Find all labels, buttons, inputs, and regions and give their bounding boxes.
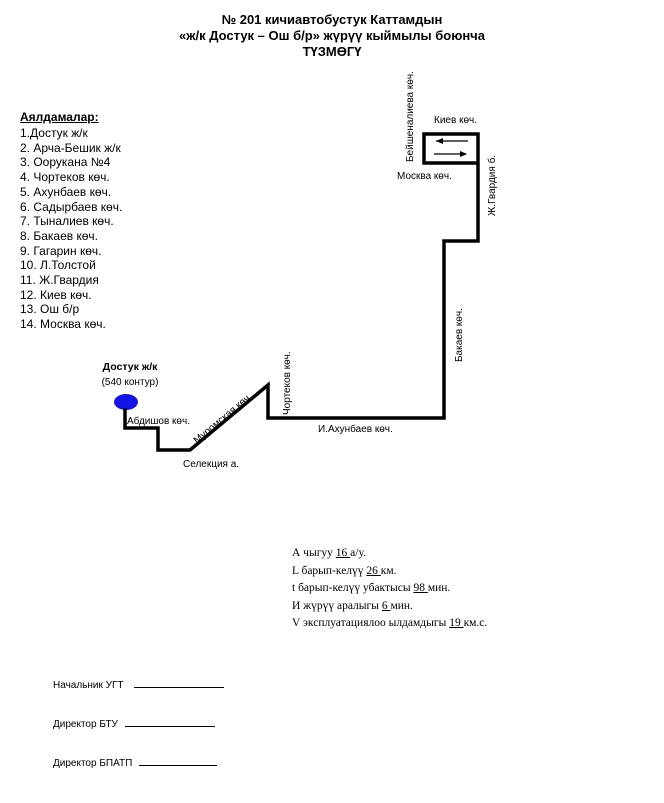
street-akhunbaev: И.Ахунбаев көч.: [318, 423, 393, 435]
stops-header: Аялдамалар:: [20, 110, 99, 124]
start-marker: [114, 394, 138, 410]
signature-btu: Директор БТУ: [53, 717, 215, 730]
stat-row: И жүрүү аралыгы 6 мин.: [292, 599, 413, 612]
street-gvardiya: Ж.Гвардия б.: [486, 155, 498, 216]
signature-label: Директор БПАТП: [53, 758, 133, 769]
stop-item: 2. Арча-Бешик ж/к: [20, 140, 121, 155]
stop-item: 6. Садырбаев көч.: [20, 199, 123, 214]
title-line-1: № 201 кичиавтобустук Каттамдын: [221, 12, 443, 27]
stat-row: t барып-келүү убактысы 98 мин.: [292, 582, 451, 594]
start-label: Достук ж/к: [103, 361, 159, 373]
street-chortekov: Чортеков көч.: [282, 351, 293, 415]
signature-line: [139, 756, 218, 766]
stop-item: 10. Л.Толстой: [20, 258, 96, 273]
stops-list: 1.Достук ж/к 2. Арча-Бешик ж/к 3. Оорука…: [20, 126, 122, 332]
street-beishenalieva: Бейшеналиева көч.: [405, 71, 416, 162]
start-sublabel: (540 контур): [102, 377, 159, 388]
stop-item: 9. Гагарин көч.: [20, 243, 102, 258]
street-selektsiya: Селекция а.: [183, 459, 239, 470]
stat-row: А чыгуу 16 а/у.: [292, 547, 366, 559]
street-bakaev: Бакаев көч.: [454, 308, 465, 362]
arrowhead-left-icon: [436, 138, 443, 144]
stop-item: 5. Ахунбаев көч.: [20, 184, 112, 199]
stop-item: 8. Бакаев көч.: [20, 228, 98, 243]
stop-item: 3. Оорукана №4: [20, 155, 111, 170]
signature-label: Директор БТУ: [53, 719, 118, 730]
stop-item: 11. Ж.Гвардия: [20, 273, 99, 288]
stop-item: 12. Киев көч.: [20, 287, 92, 302]
stop-item: 4. Чортеков көч.: [20, 170, 110, 185]
stop-item: 7. Тыналиев көч.: [20, 214, 114, 229]
signature-label: Начальник УГТ: [53, 680, 124, 691]
stat-row: V эксплуатациялоо ылдамдыгы 19 км.с.: [292, 617, 488, 629]
route-line: [123, 132, 480, 452]
signature-ugt: Начальник УГТ: [53, 678, 225, 691]
title-line-2: «ж/к Достук – Ош б/р» жүрүү кыймылы боюн…: [179, 28, 485, 43]
stop-item: 14. Москва көч.: [20, 317, 106, 332]
street-moskva: Москва көч.: [397, 171, 452, 182]
street-muromskaya: Муромская көч.: [192, 391, 255, 446]
signature-bpatp: Директор БПАТП: [53, 756, 218, 769]
stop-item: 1.Достук ж/к: [20, 126, 88, 140]
stat-row: L барып-келүү 26 км.: [292, 564, 397, 577]
signature-line: [124, 717, 215, 727]
signature-line: [134, 678, 225, 688]
route-stats: А чыгуу 16 а/у. L барып-келүү 26 км. t б…: [292, 545, 487, 633]
street-kiev: Киев көч.: [434, 115, 477, 126]
arrowhead-right-icon: [460, 151, 467, 157]
title-line-3: ТҮЗМӨГҮ: [302, 44, 362, 59]
street-abdishov: Абдишов көч.: [127, 415, 190, 427]
stop-item: 13. Ош б/р: [20, 302, 80, 317]
